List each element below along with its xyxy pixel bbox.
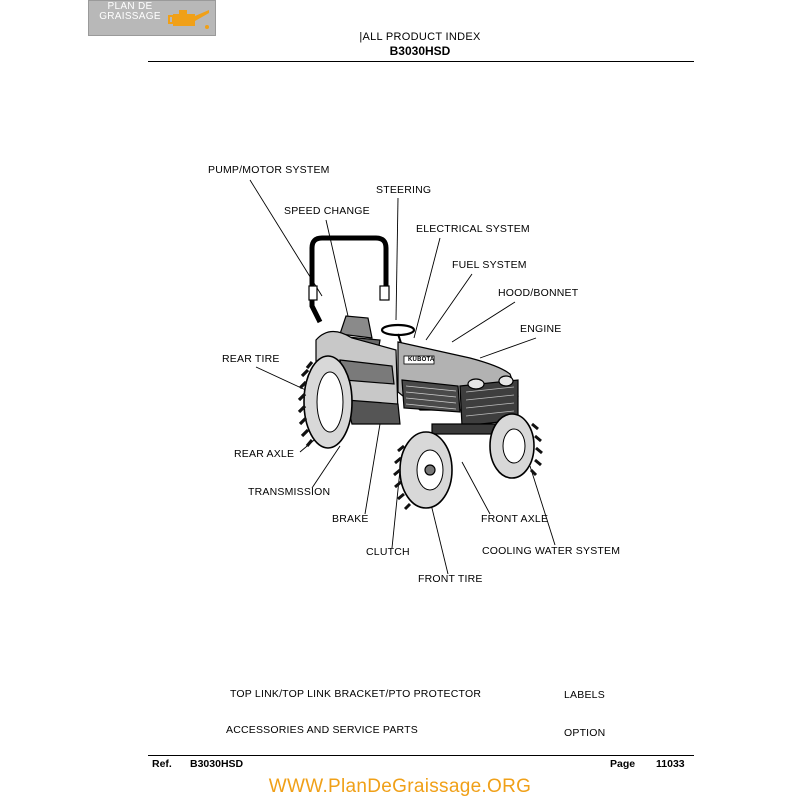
- footer-rule: [148, 755, 694, 756]
- brand-badge: KUBOTA: [408, 357, 435, 363]
- label-rear-tire[interactable]: REAR TIRE: [222, 353, 280, 365]
- ref-label: Ref.: [152, 758, 172, 770]
- ref-value: B3030HSD: [190, 758, 244, 770]
- logo-text: PLAN DE GRAISSAGE: [99, 1, 161, 22]
- site-watermark: WWW.PlanDeGraissage.ORG: [268, 776, 532, 797]
- link-option[interactable]: OPTION: [564, 727, 606, 739]
- label-steering[interactable]: STEERING: [376, 184, 432, 196]
- header-rule: [148, 61, 694, 62]
- index-title: |ALL PRODUCT INDEX: [359, 31, 481, 43]
- link-accessories-service-parts[interactable]: ACCESSORIES AND SERVICE PARTS: [226, 724, 418, 736]
- tractor-illustration: [297, 235, 543, 511]
- label-brake[interactable]: BRAKE: [332, 513, 369, 525]
- label-rear-axle[interactable]: REAR AXLE: [234, 448, 295, 460]
- label-fuel-system[interactable]: FUEL SYSTEM: [452, 259, 527, 271]
- label-hood-bonnet[interactable]: HOOD/BONNET: [498, 287, 579, 299]
- page-label: Page: [610, 758, 636, 770]
- link-top-link-pto-protector[interactable]: TOP LINK/TOP LINK BRACKET/PTO PROTECTOR: [230, 688, 482, 700]
- label-front-axle[interactable]: FRONT AXLE: [481, 513, 549, 525]
- label-cooling-water-system[interactable]: COOLING WATER SYSTEM: [482, 545, 621, 557]
- oil-can-icon: [168, 10, 209, 29]
- label-pump-motor-system[interactable]: PUMP/MOTOR SYSTEM: [208, 164, 330, 176]
- leader-lines: [249, 179, 556, 575]
- label-front-tire[interactable]: FRONT TIRE: [418, 573, 483, 585]
- label-clutch[interactable]: CLUTCH: [366, 546, 410, 558]
- label-electrical-system[interactable]: ELECTRICAL SYSTEM: [416, 223, 530, 235]
- label-speed-change[interactable]: SPEED CHANGE: [284, 205, 370, 217]
- model-number: B3030HSD: [389, 44, 451, 58]
- page-number: 11033: [656, 758, 685, 770]
- site-logo: PLAN DE GRAISSAGE: [88, 0, 216, 36]
- label-transmission[interactable]: TRANSMISSION: [248, 486, 331, 498]
- link-labels[interactable]: LABELS: [564, 689, 605, 701]
- label-engine[interactable]: ENGINE: [520, 323, 562, 335]
